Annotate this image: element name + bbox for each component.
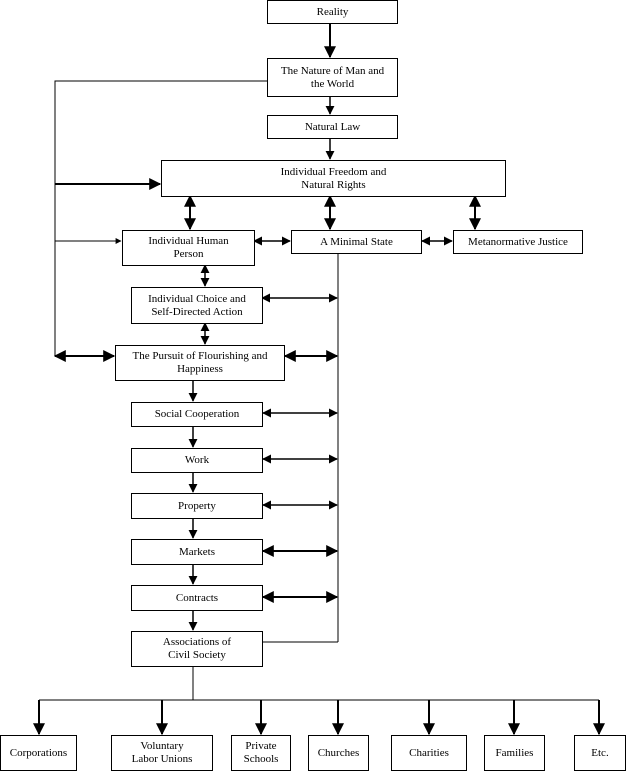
leaf-corporations: Corporations xyxy=(0,735,77,771)
leaf-charities: Charities xyxy=(391,735,467,771)
node-contracts: Contracts xyxy=(131,585,263,611)
node-metanormative-justice: Metanormative Justice xyxy=(453,230,583,254)
node-individual-freedom: Individual Freedom and Natural Rights xyxy=(161,160,506,197)
leaf-etc: Etc. xyxy=(574,735,626,771)
node-natural-law: Natural Law xyxy=(267,115,398,139)
node-markets: Markets xyxy=(131,539,263,565)
node-social-cooperation: Social Cooperation xyxy=(131,402,263,427)
node-minimal-state: A Minimal State xyxy=(291,230,422,254)
node-associations: Associations of Civil Society xyxy=(131,631,263,667)
node-pursuit-of-flourishing: The Pursuit of Flourishing and Happiness xyxy=(115,345,285,381)
leaf-voluntary-labor-unions: Voluntary Labor Unions xyxy=(111,735,213,771)
leaf-families: Families xyxy=(484,735,545,771)
node-work: Work xyxy=(131,448,263,473)
node-nature-of-man: The Nature of Man and the World xyxy=(267,58,398,97)
left-feedback-line xyxy=(54,80,268,356)
node-individual-choice: Individual Choice and Self-Directed Acti… xyxy=(131,287,263,324)
node-reality: Reality xyxy=(267,0,398,24)
node-property: Property xyxy=(131,493,263,519)
leaf-churches: Churches xyxy=(308,735,369,771)
node-individual-person: Individual Human Person xyxy=(122,230,255,266)
leaf-private-schools: Private Schools xyxy=(231,735,291,771)
